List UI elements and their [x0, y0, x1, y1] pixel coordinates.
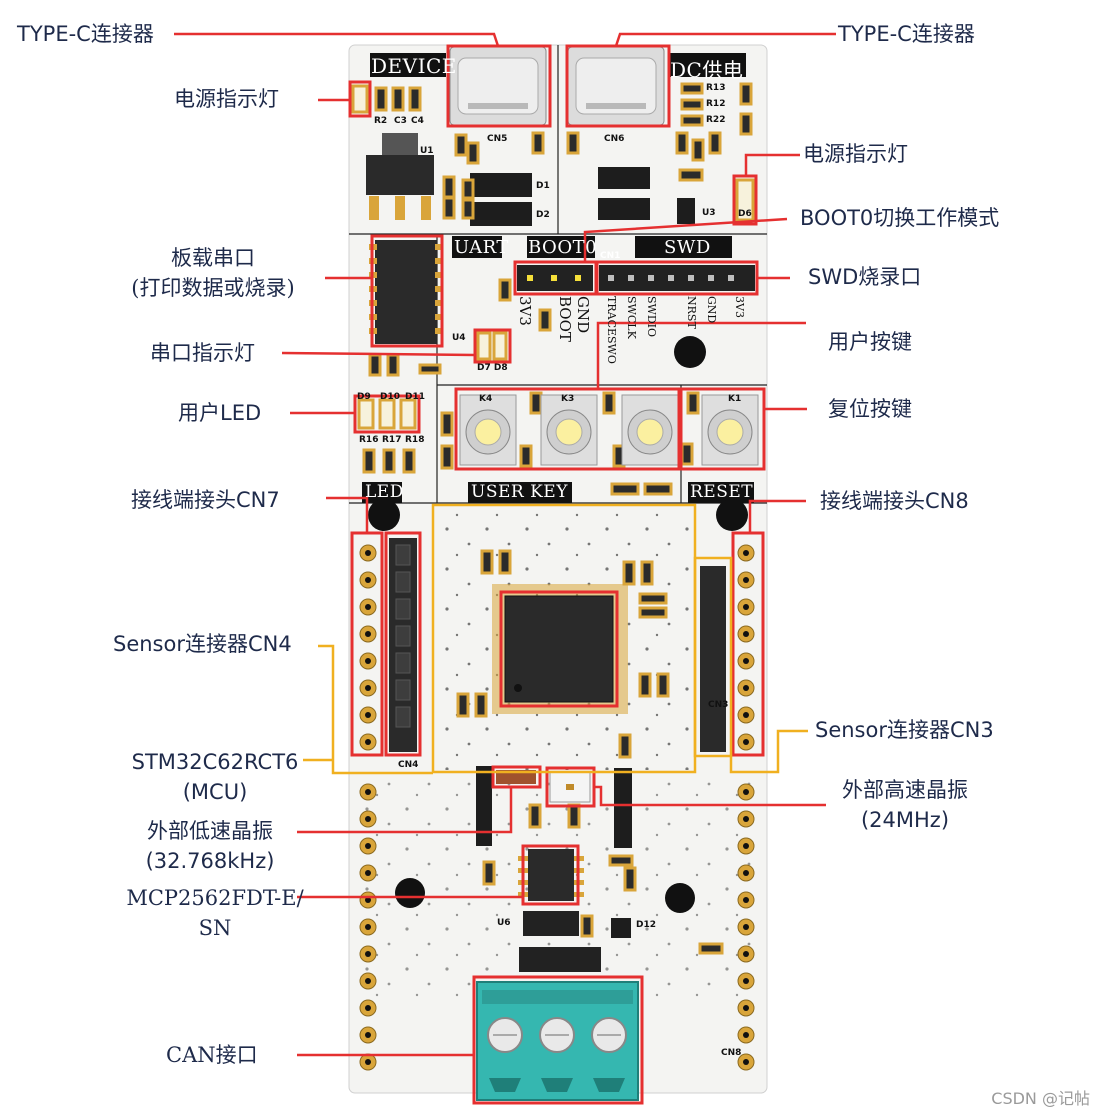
- refdes-d1: D1: [536, 181, 550, 191]
- silk-led: LED: [365, 482, 404, 502]
- silk-dc-power: DC供电: [670, 58, 744, 82]
- refdes-d11: D11: [405, 392, 425, 402]
- label-can-ic-line2: SN: [198, 916, 232, 941]
- refdes-r17: R17: [382, 435, 402, 445]
- label-user-led: 用户LED: [178, 401, 262, 425]
- silk-device: DEVICE: [371, 54, 457, 78]
- hl-uart-led: [473, 328, 512, 364]
- hl-can-ic: [521, 844, 580, 906]
- label-cn8: 接线端接头CN8: [820, 489, 969, 513]
- refdes-k4: K4: [479, 394, 493, 404]
- watermark: CSDN @记帖: [991, 1089, 1090, 1108]
- refdes-cn4: CN4: [398, 760, 419, 770]
- silk-swd: SWD: [664, 237, 711, 258]
- silk-reset: RESET: [690, 482, 754, 502]
- silk-swd-pin-4: NRST: [685, 296, 698, 329]
- label-power-led-left: 电源指示灯: [174, 87, 279, 111]
- label-lse-line1: 外部低速晶振: [147, 819, 273, 843]
- label-mcu: STM32C62RCT6 (MCU): [110, 747, 320, 808]
- label-uart-line1: 板载串口: [171, 246, 255, 270]
- silk-boot-pin-2: BOOT: [556, 296, 574, 342]
- silk-swd-pin-5: GND: [705, 296, 718, 324]
- refdes-k3: K3: [561, 394, 575, 404]
- silk-swd-pin-6: 3V3: [733, 296, 746, 318]
- refdes-d6: D6: [738, 209, 752, 219]
- hl-uart-chip: [370, 234, 444, 348]
- label-uart-line2: (打印数据或烧录): [131, 276, 295, 301]
- label-hse-line1: 外部高速晶振: [842, 778, 968, 802]
- label-cn3: Sensor连接器CN3: [815, 718, 994, 742]
- refdes-u1: U1: [420, 146, 434, 156]
- hl-typec-left: [446, 44, 552, 128]
- refdes-r2: R2: [374, 116, 388, 126]
- hl-cn3: [693, 556, 733, 758]
- hl-reset-key: [679, 387, 766, 471]
- silk-boot-pin-1: 3V3: [516, 296, 534, 326]
- label-can: CAN接口: [166, 1043, 258, 1067]
- label-boot0: BOOT0切换工作模式: [800, 206, 1000, 230]
- label-mcu-line1: STM32C62RCT6: [131, 750, 299, 774]
- label-cn4: Sensor连接器CN4: [113, 632, 292, 656]
- hl-cn8: [731, 531, 765, 757]
- label-uart: 板载串口 (打印数据或烧录): [113, 243, 313, 304]
- refdes-d2: D2: [536, 210, 550, 220]
- label-uart-led: 串口指示灯: [150, 341, 255, 365]
- refdes-cn8: CN8: [721, 1048, 742, 1058]
- refdes-u6: U6: [497, 918, 511, 928]
- hl-lse: [491, 765, 542, 789]
- refdes-d7d8: D7 D8: [477, 363, 508, 373]
- refdes-d12: D12: [636, 920, 656, 930]
- refdes-r16: R16: [359, 435, 379, 445]
- label-swd: SWD烧录口: [808, 265, 922, 289]
- hl-typec-right: [565, 44, 671, 128]
- refdes-cn6: CN6: [604, 134, 625, 144]
- label-type-c-right: TYPE-C连接器: [838, 22, 975, 46]
- silk-boot-pin-3: GND: [574, 296, 592, 334]
- silk-uart: UART: [454, 237, 509, 258]
- silk-swd-pin-1: TRACESWO: [605, 296, 618, 364]
- hl-mcu: [499, 590, 619, 708]
- hl-can: [472, 975, 644, 1105]
- refdes-k1: K1: [728, 394, 742, 404]
- silk-swd-pin-2: SWCLK: [625, 296, 638, 339]
- refdes-c3: C3: [394, 116, 407, 126]
- label-lse: 外部低速晶振 (32.768kHz): [115, 816, 305, 877]
- hl-cn4: [384, 531, 422, 757]
- label-can-ic: MCP2562FDT-E/ SN: [120, 883, 310, 944]
- hl-user-keys: [454, 387, 681, 471]
- label-reset-key: 复位按键: [828, 397, 912, 421]
- refdes-d10: D10: [380, 392, 400, 402]
- label-hse-line2: (24MHz): [860, 808, 950, 833]
- refdes-cn3: CN3: [708, 700, 729, 710]
- silk-user-key: USER KEY: [471, 482, 568, 502]
- label-power-led-right: 电源指示灯: [803, 142, 908, 166]
- refdes-r13: R13: [706, 83, 726, 93]
- silk-boot0: BOOT0: [528, 237, 598, 258]
- label-can-ic-line1: MCP2562FDT-E/: [126, 886, 304, 910]
- silk-swd-pin-3: SWDIO: [645, 296, 658, 338]
- refdes-c4: C4: [411, 116, 424, 126]
- refdes-r12: R12: [706, 99, 726, 109]
- refdes-cn1: CN1: [600, 251, 621, 261]
- refdes-r18: R18: [405, 435, 425, 445]
- refdes-u3: U3: [702, 208, 716, 218]
- refdes-r22: R22: [706, 115, 726, 125]
- refdes-d9: D9: [357, 392, 371, 402]
- refdes-cn5: CN5: [487, 134, 508, 144]
- label-hse: 外部高速晶振 (24MHz): [805, 775, 1005, 836]
- label-mcu-line2: (MCU): [182, 780, 248, 805]
- label-type-c-left: TYPE-C连接器: [17, 22, 154, 46]
- label-lse-line2: (32.768kHz): [145, 849, 275, 874]
- refdes-u4: U4: [452, 333, 466, 343]
- label-user-key: 用户按键: [828, 330, 912, 354]
- label-cn7: 接线端接头CN7: [131, 488, 280, 512]
